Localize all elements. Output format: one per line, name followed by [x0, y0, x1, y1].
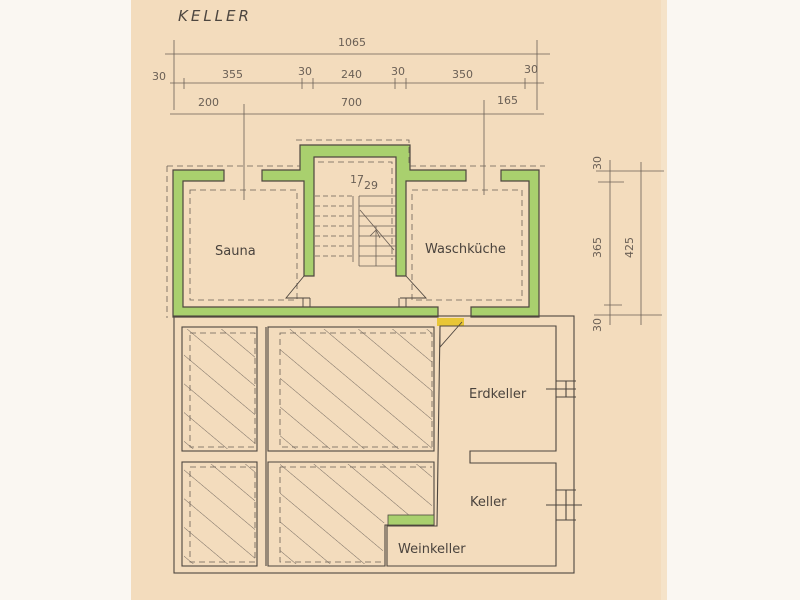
- horizontal-dimensions: [165, 40, 550, 200]
- stair-count-slash: /: [358, 176, 362, 189]
- room-label-sauna: Sauna: [215, 244, 256, 259]
- room-label-weinkeller: Weinkeller: [398, 542, 466, 557]
- dim-30-d: 30: [524, 63, 538, 76]
- dim-v-30-bottom: 30: [591, 318, 604, 332]
- door-threshold: [437, 318, 464, 326]
- dim-overall: 1065: [338, 36, 366, 49]
- dim-30-b: 30: [298, 65, 312, 78]
- dim-30-c: 30: [391, 65, 405, 78]
- vertical-dimensions: [594, 160, 664, 325]
- dim-200: 200: [198, 96, 219, 109]
- room-label-erdkeller: Erdkeller: [469, 387, 527, 402]
- upper-dashed-outline: [166, 139, 545, 318]
- stairs: [315, 195, 396, 267]
- room-label-keller: Keller: [470, 495, 507, 510]
- dim-v-365: 365: [591, 237, 604, 258]
- dim-165: 165: [497, 94, 518, 107]
- dim-350: 350: [452, 68, 473, 81]
- dim-355: 355: [222, 68, 243, 81]
- weinkeller-green-wall: [387, 514, 435, 526]
- stair-count-denominator: 29: [364, 179, 378, 192]
- dim-v-30-top: 30: [591, 156, 604, 170]
- dim-v-425: 425: [623, 237, 636, 258]
- plan-title: KELLER: [178, 7, 252, 25]
- hatched-areas: [184, 329, 432, 564]
- room-label-waschkueche: Waschküche: [425, 242, 506, 257]
- lower-walls: [173, 315, 582, 574]
- dim-30-a: 30: [152, 70, 166, 83]
- stair-count-numerator: 17: [350, 173, 364, 186]
- dim-700: 700: [341, 96, 362, 109]
- dim-240: 240: [341, 68, 362, 81]
